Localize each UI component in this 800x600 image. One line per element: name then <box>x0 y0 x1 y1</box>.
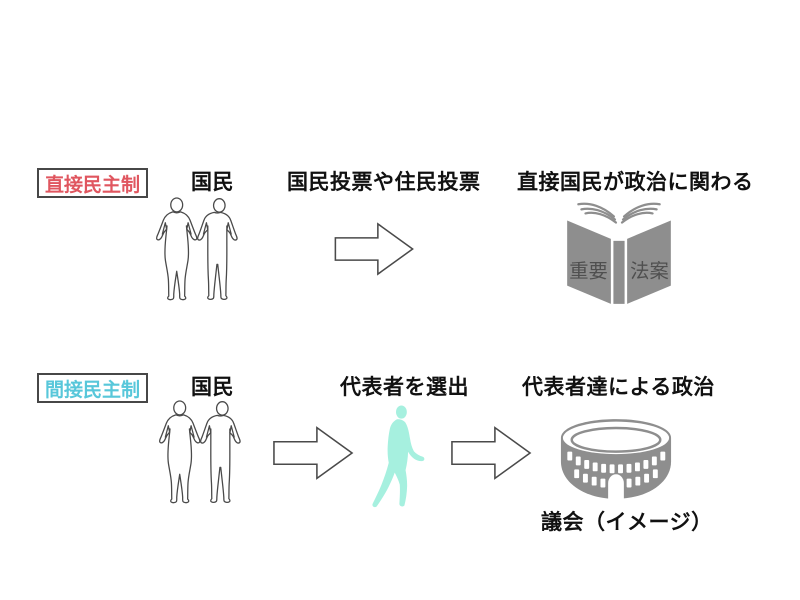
open-book-icon: 重要 法案 <box>567 202 671 304</box>
walking-representative-icon <box>372 405 425 508</box>
indirect-method-heading: 代表者を選出 <box>340 376 469 399</box>
citizens-icon <box>158 400 241 504</box>
indirect-democracy-tag: 間接民主制 <box>37 373 148 403</box>
right-arrow-icon <box>451 426 531 480</box>
direct-result-heading: 直接国民が政治に関わる <box>517 171 754 194</box>
direct-citizens-heading: 国民 <box>191 171 234 194</box>
indirect-result-heading: 代表者達による政治 <box>522 376 715 399</box>
right-arrow-icon <box>334 223 414 275</box>
book-right-page-label: 法案 <box>630 260 669 282</box>
parliament-building-icon <box>560 419 672 500</box>
direct-democracy-tag: 直接民主制 <box>37 168 148 198</box>
book-left-page-label: 重要 <box>569 260 608 282</box>
direct-method-heading: 国民投票や住民投票 <box>287 171 481 194</box>
citizens-icon <box>155 197 238 301</box>
parliament-caption: 議会（イメージ） <box>541 511 713 534</box>
right-arrow-icon <box>273 426 353 480</box>
indirect-citizens-heading: 国民 <box>191 376 234 399</box>
